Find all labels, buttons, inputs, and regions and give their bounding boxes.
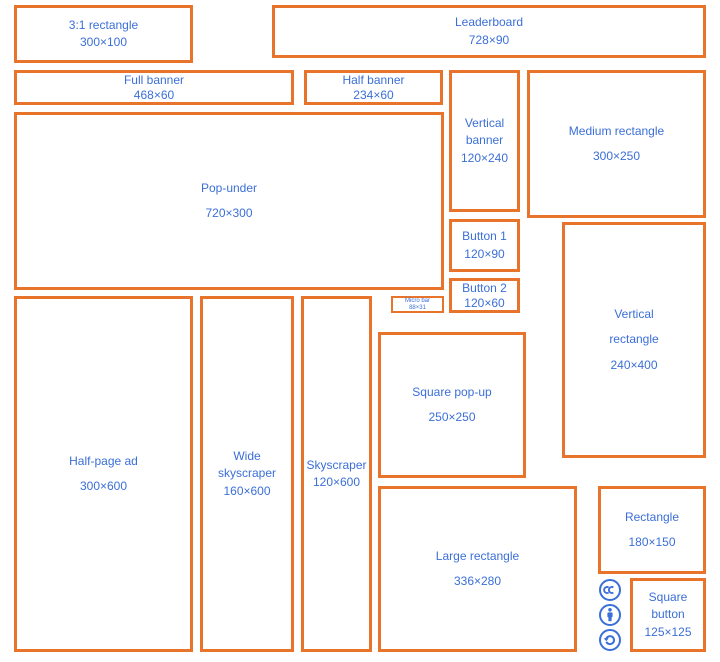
box-medium-rectangle: Medium rectangle 300×250 bbox=[527, 70, 706, 218]
box-size: 180×150 bbox=[628, 535, 676, 549]
license-icons bbox=[598, 578, 622, 652]
box-pop-under: Pop-under 720×300 bbox=[14, 112, 444, 290]
box-square-pop-up: Square pop-up 250×250 bbox=[378, 332, 526, 478]
box-wide-skyscraper: Wide skyscraper 160×600 bbox=[200, 296, 294, 652]
box-size: 240×400 bbox=[610, 357, 658, 372]
box-leaderboard: Leaderboard 728×90 bbox=[272, 5, 706, 58]
box-size: 300×250 bbox=[592, 149, 641, 163]
box-size: 234×60 bbox=[353, 87, 394, 102]
box-label: Pop-under bbox=[200, 180, 258, 195]
box-size: 160×600 bbox=[223, 483, 271, 498]
box-label: Full banner bbox=[123, 72, 185, 87]
box-size: 300×100 bbox=[79, 35, 128, 49]
box-size: 88×31 bbox=[409, 304, 426, 311]
box-micro-bar: Micro bar 88×31 bbox=[391, 296, 444, 313]
box-vertical-rectangle: Vertical rectangle 240×400 bbox=[562, 222, 706, 458]
box-size: 728×90 bbox=[468, 32, 510, 47]
box-size: 300×600 bbox=[79, 479, 128, 493]
box-skyscraper: Skyscraper 120×600 bbox=[301, 296, 372, 652]
box-size: 720×300 bbox=[205, 206, 253, 220]
box-label: Skyscraper bbox=[306, 457, 367, 472]
box-label: Rectangle bbox=[624, 509, 680, 524]
box-large-rectangle: Large rectangle 336×280 bbox=[378, 486, 577, 652]
box-size: 250×250 bbox=[428, 410, 476, 424]
attribution-icon bbox=[599, 604, 621, 626]
box-half-page-ad: Half-page ad 300×600 bbox=[14, 296, 193, 652]
box-size: 120×240 bbox=[460, 150, 509, 165]
box-3-1-rectangle: 3:1 rectangle 300×100 bbox=[14, 5, 193, 63]
box-half-banner: Half banner 234×60 bbox=[304, 70, 443, 105]
box-label-line2: rectangle bbox=[609, 332, 659, 347]
box-size: 120×60 bbox=[464, 295, 505, 310]
box-label: Square pop-up bbox=[412, 384, 492, 399]
sharealike-icon bbox=[599, 629, 621, 651]
box-size: 468×60 bbox=[133, 87, 175, 102]
box-label: Micro bar bbox=[404, 298, 430, 305]
box-size: 336×280 bbox=[453, 574, 502, 588]
box-square-button: Square button 125×125 bbox=[630, 578, 706, 652]
box-label: Vertical bbox=[614, 306, 654, 321]
box-label-line2: skyscraper bbox=[217, 466, 276, 481]
box-label: Medium rectangle bbox=[568, 123, 665, 138]
box-button-1: Button 1 120×90 bbox=[449, 219, 520, 272]
box-label: Half-page ad bbox=[69, 453, 138, 468]
box-full-banner: Full banner 468×60 bbox=[14, 70, 294, 105]
box-rectangle: Rectangle 180×150 bbox=[598, 486, 706, 574]
box-label: Half banner bbox=[342, 72, 405, 87]
box-size: 125×125 bbox=[644, 624, 692, 639]
box-size: 120×600 bbox=[312, 475, 361, 489]
box-label: Large rectangle bbox=[435, 548, 520, 563]
box-label: Wide bbox=[233, 448, 261, 463]
box-label: Square bbox=[648, 589, 688, 604]
box-vertical-banner: Vertical banner 120×240 bbox=[449, 70, 520, 212]
cc-icon bbox=[599, 579, 621, 601]
box-label: Button 1 bbox=[462, 229, 507, 244]
box-label: Vertical bbox=[464, 115, 505, 130]
box-label: Leaderboard bbox=[454, 15, 524, 30]
box-size: 120×90 bbox=[464, 246, 505, 261]
box-button-2: Button 2 120×60 bbox=[449, 278, 520, 313]
box-label-line2: banner bbox=[465, 133, 504, 148]
box-label: 3:1 rectangle bbox=[68, 17, 139, 32]
box-label-line2: button bbox=[651, 607, 685, 622]
box-label: Button 2 bbox=[462, 280, 507, 295]
